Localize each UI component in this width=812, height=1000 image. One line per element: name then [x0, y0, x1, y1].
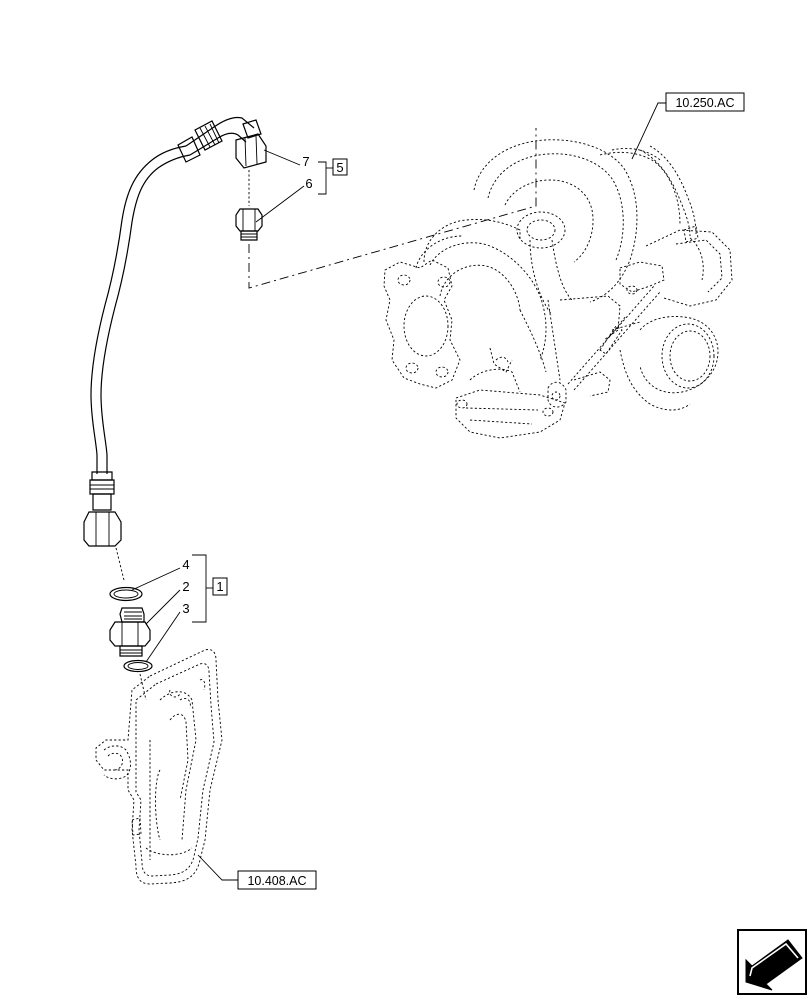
- callout-3: 3: [182, 601, 189, 616]
- callout-1: 1: [216, 579, 223, 594]
- callout-5: 5: [336, 160, 343, 175]
- callout-1-box: [212, 577, 228, 596]
- callout-2: 2: [182, 579, 189, 594]
- assembly-line-housing: [139, 673, 147, 701]
- housing-phantom: [95, 649, 223, 885]
- callout-7: 7: [302, 154, 309, 169]
- turbocharger-phantom: [383, 139, 733, 439]
- assembly-line-lower: [115, 547, 125, 581]
- reference-box-housing: [237, 870, 317, 890]
- arrow-icon[interactable]: [737, 929, 807, 995]
- connection-chain-line: [248, 128, 537, 289]
- callout-6: 6: [305, 176, 312, 191]
- oil-feed-pipe: [83, 116, 267, 547]
- lower-adapter-fitting: [109, 607, 151, 657]
- callout-leaders: [131, 102, 666, 881]
- o-ring-lower: [123, 659, 153, 673]
- upper-adapter-fitting: [235, 208, 263, 241]
- reference-turbo[interactable]: 10.250.AC: [675, 96, 734, 110]
- callout-5-box: [332, 158, 348, 176]
- reference-housing[interactable]: 10.408.AC: [247, 874, 306, 888]
- o-ring-upper: [109, 586, 143, 602]
- reference-box-turbo: [665, 92, 745, 112]
- callout-4: 4: [182, 557, 189, 572]
